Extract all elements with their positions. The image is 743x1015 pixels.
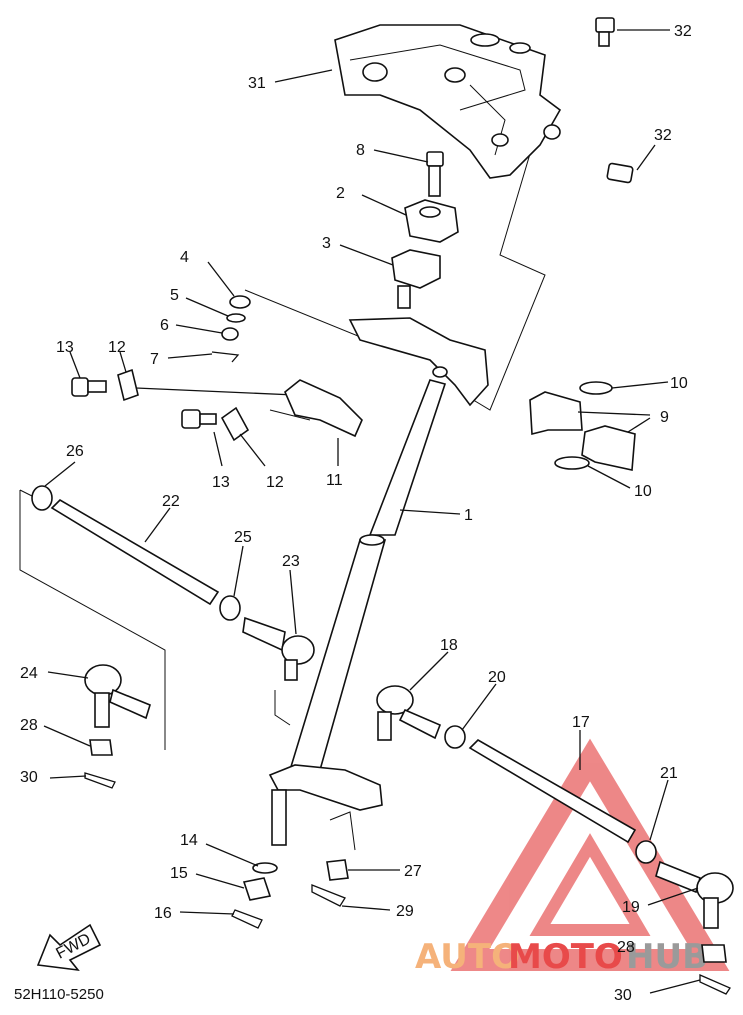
callout-16: 16: [154, 905, 172, 922]
cotter-pin-30-left: [84, 772, 116, 789]
callout-23: 23: [282, 553, 300, 570]
callout-21: 21: [660, 765, 678, 782]
washer-10-top: [579, 381, 613, 395]
nut-4: [229, 295, 251, 309]
tie-rod-22: [50, 498, 220, 606]
clip-12-lower: [220, 406, 250, 442]
callout-7: 7: [150, 351, 159, 368]
bolt-8: [426, 151, 444, 197]
nut-27: [326, 859, 349, 881]
nut-25: [219, 595, 241, 621]
washer-10-bottom: [554, 456, 590, 470]
watermark-moto: MOTO: [508, 937, 623, 977]
nut-21: [635, 840, 657, 864]
steering-bracket: [348, 317, 489, 407]
steering-shaft: [288, 379, 447, 771]
callout-26: 26: [66, 443, 84, 460]
callout-10-top: 10: [670, 375, 688, 392]
callout-17: 17: [572, 714, 590, 731]
callout-4: 4: [180, 249, 189, 266]
callout-24: 24: [20, 665, 38, 682]
callout-29: 29: [396, 903, 414, 920]
collar-2: [404, 199, 459, 243]
fwd-arrow-icon: FWD: [36, 923, 102, 972]
callout-11: 11: [326, 472, 343, 489]
callout-30-right: 30: [614, 987, 632, 1004]
collar-3: [391, 249, 441, 309]
nut-15: [242, 877, 272, 901]
callout-8: 8: [356, 142, 365, 159]
bolt-32-right: [606, 162, 634, 184]
bushing-9-left: [529, 391, 583, 436]
callout-27: 27: [404, 863, 422, 880]
callout-25: 25: [234, 529, 252, 546]
callout-12-lower: 12: [266, 474, 284, 491]
callout-1: 1: [464, 507, 473, 524]
cotter-pin-16: [231, 909, 263, 929]
clip-12-upper: [117, 368, 139, 402]
tie-rod-end-23: [242, 616, 315, 681]
nut-6: [221, 327, 239, 341]
callout-13-lower: 13: [212, 474, 230, 491]
tie-rod-end-24: [84, 664, 151, 728]
washer-5: [226, 313, 246, 323]
tie-rod-17: [468, 739, 637, 844]
callout-19: 19: [622, 899, 640, 916]
callout-20: 20: [488, 669, 506, 686]
callout-31: 31: [248, 75, 266, 92]
leader-lines: [43, 29, 701, 994]
callout-3: 3: [322, 235, 331, 252]
callout-2: 2: [336, 185, 345, 202]
callout-9: 9: [660, 409, 669, 426]
bolt-32-top: [595, 17, 615, 47]
cotter-pin-30-right: [699, 974, 731, 995]
diagram-code: 52H110-5250: [14, 986, 104, 1003]
callout-22: 22: [162, 493, 180, 510]
tie-rod-end-18: [376, 685, 442, 741]
collar-26: [31, 485, 53, 511]
cable-guide-11: [269, 379, 363, 438]
nut-28-left: [89, 739, 113, 756]
callout-10-bottom: 10: [634, 483, 652, 500]
pitman-arm: [268, 764, 383, 846]
watermark-logo: [450, 738, 730, 971]
watermark-hub: HUB: [626, 937, 708, 977]
pin-7: [211, 351, 240, 363]
bushing-9-right: [581, 425, 636, 471]
callout-28-left: 28: [20, 717, 38, 734]
callout-32-top: 32: [674, 23, 692, 40]
nut-20: [444, 725, 466, 749]
callout-18: 18: [440, 637, 458, 654]
callout-labels: 32 32 31 8 2 3 4 5 6 7 13 12 12 13 11 10…: [20, 23, 692, 1004]
callout-14: 14: [180, 832, 198, 849]
callout-30-left: 30: [20, 769, 38, 786]
cotter-pin-29: [311, 884, 346, 907]
watermark-auto: AUTO: [415, 937, 520, 977]
nut-28-right: [701, 944, 727, 963]
callout-5: 5: [170, 287, 179, 304]
callout-13-upper: 13: [56, 339, 74, 356]
callout-32-right: 32: [654, 127, 672, 144]
bolt-13-lower: [181, 409, 217, 429]
handlebar-holder: [334, 24, 562, 179]
watermark-brand: AUTO MOTO HUB: [415, 937, 708, 977]
callout-28-right: 28: [617, 939, 635, 956]
callout-12-upper: 12: [108, 339, 126, 356]
bolt-13-upper: [71, 377, 107, 397]
callout-6: 6: [160, 317, 169, 334]
callout-15: 15: [170, 865, 188, 882]
washer-14: [252, 862, 278, 874]
